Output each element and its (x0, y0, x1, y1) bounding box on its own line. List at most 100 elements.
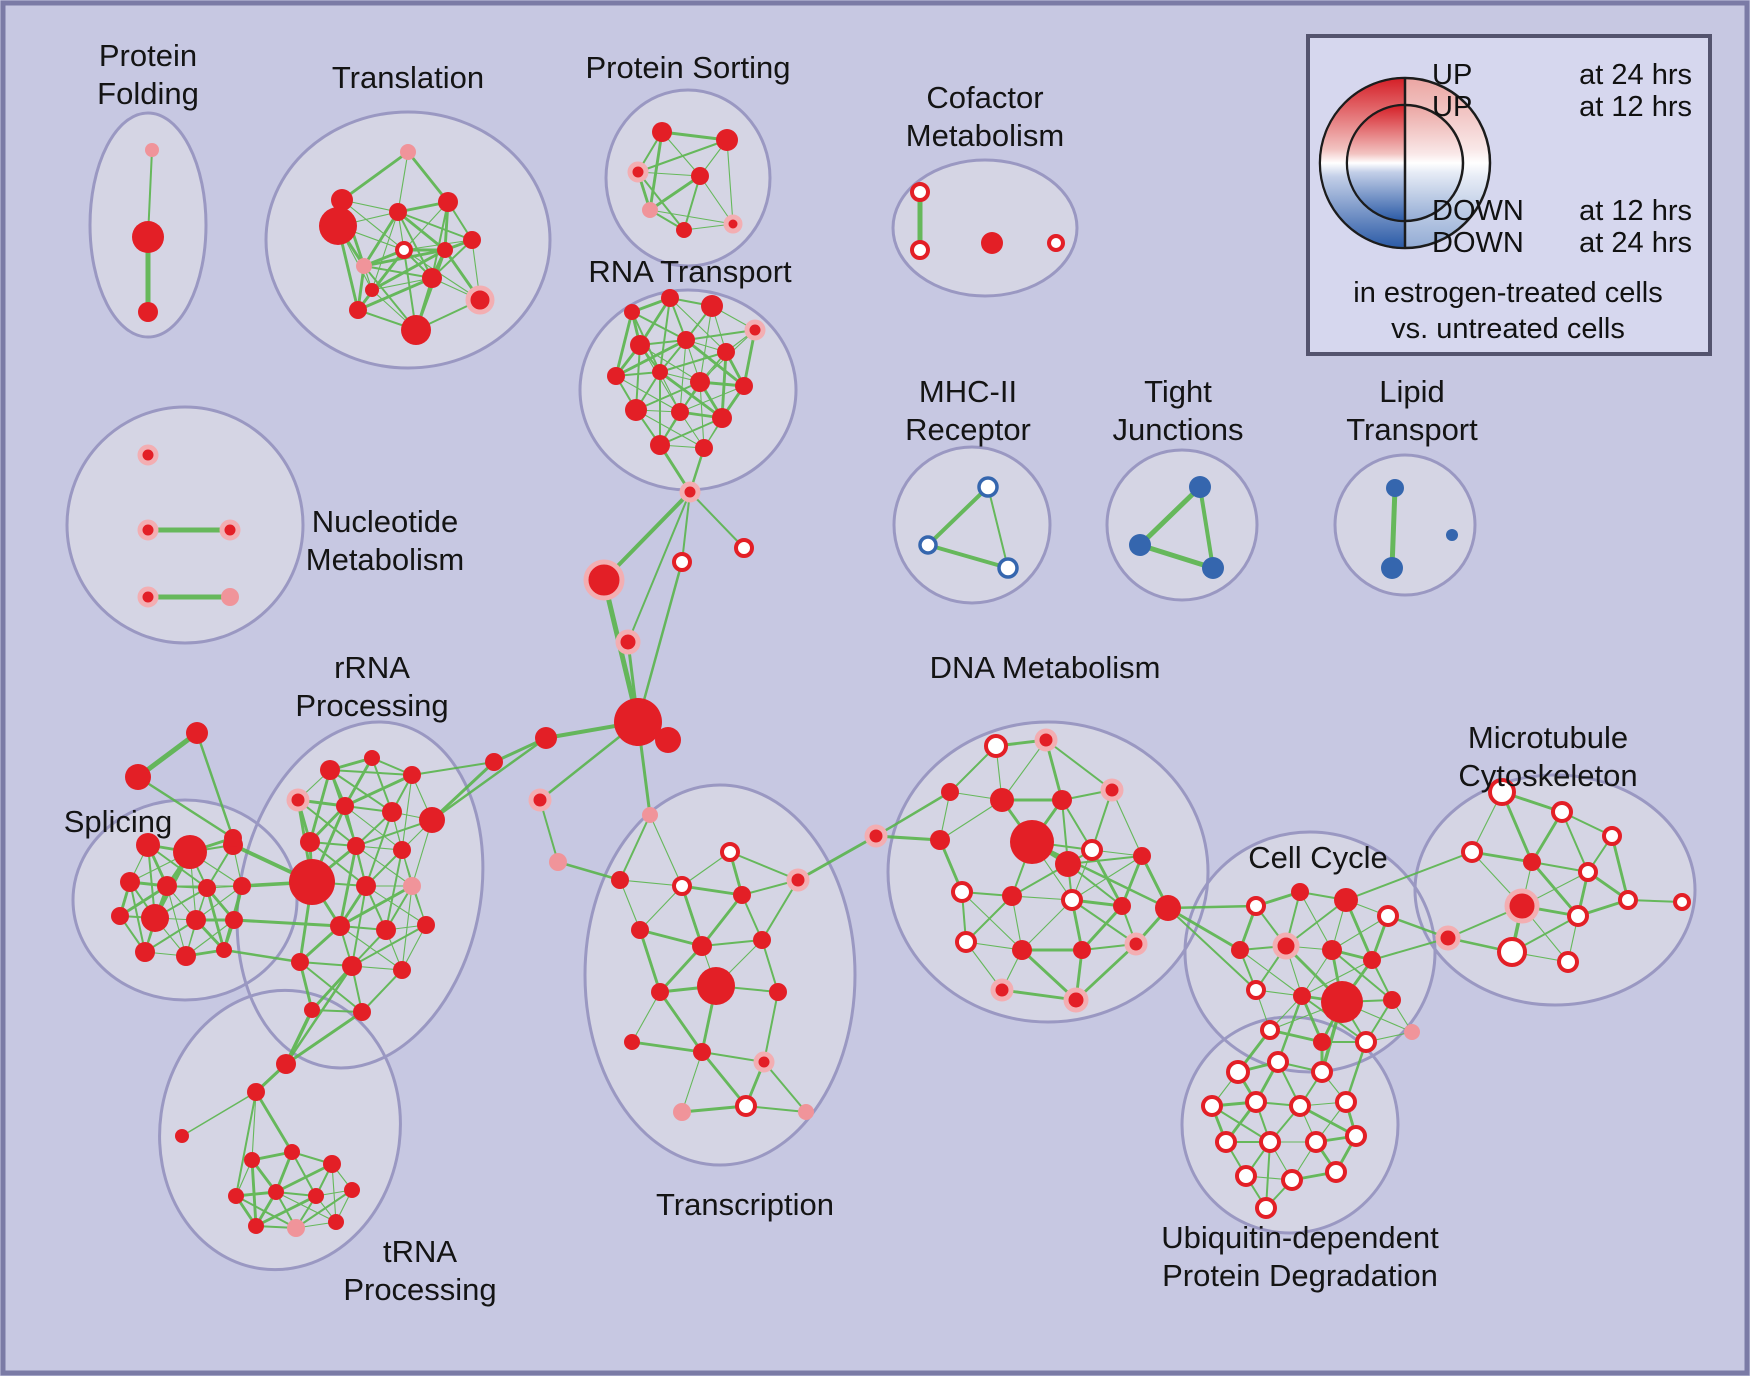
node-rna-transport-14 (650, 435, 670, 455)
node-cell-cycle-5 (1272, 932, 1300, 960)
edge (351, 924, 427, 967)
cluster-outline-rrna-processing (235, 720, 485, 1070)
node-cell-cycle-9 (1293, 987, 1311, 1005)
node-trna-processing-4 (284, 1144, 300, 1160)
node-ubiquitin-degradation-13 (1325, 1161, 1347, 1183)
edge (147, 844, 208, 889)
node-cell-cycle-6 (1322, 940, 1342, 960)
node-cell-cycle-15 (1404, 1024, 1420, 1040)
edge (406, 150, 450, 204)
legend-up-24-dir: UP (1432, 59, 1472, 91)
edge (235, 1195, 297, 1229)
node-rna-transport-10 (735, 377, 753, 395)
node-protein-sorting-5 (676, 222, 692, 238)
label-tight-junctions-line1: Junctions (1113, 412, 1244, 447)
node-mhc-ii-receptor-1 (918, 535, 938, 555)
node-rrna-processing-5 (382, 802, 402, 822)
node-transcription-5 (786, 868, 810, 892)
edge (340, 150, 410, 202)
cluster-outline-splicing (71, 798, 299, 1002)
node-transcription-15 (673, 1103, 691, 1121)
node-splicing-10 (225, 911, 243, 929)
edge (631, 311, 687, 341)
node-rrna-processing-12 (403, 877, 421, 895)
node-links-6 (655, 727, 681, 753)
legend-node-glyph-inner-left (1346, 103, 1406, 223)
node-splicing-9 (186, 910, 206, 930)
node-translation-5 (463, 231, 481, 249)
edge (615, 375, 681, 413)
node-transcription-16 (735, 1095, 757, 1117)
edge (619, 879, 683, 887)
node-rrna-processing-3 (286, 788, 310, 812)
edge (680, 884, 704, 948)
node-splicing-8 (141, 904, 169, 932)
label-protein-folding-line1: Folding (97, 76, 199, 111)
node-transcription-1 (720, 842, 740, 862)
node-splicing-1 (173, 835, 207, 869)
edge (397, 211, 473, 241)
edge (339, 925, 403, 971)
cluster-fill-nucleotide-metabolism (67, 407, 303, 643)
edge (356, 276, 434, 312)
edge (166, 885, 187, 957)
cluster-fill-cell-cycle (1185, 832, 1435, 1072)
node-protein-sorting-4 (642, 202, 658, 218)
node-dna-metabolism-14 (955, 931, 977, 953)
node-translation-3 (389, 203, 407, 221)
cluster-outline-ubiquitin-degradation (1180, 1015, 1400, 1235)
edge (763, 1061, 807, 1113)
node-microtubule-cytoskeleton-0 (1488, 778, 1516, 806)
edge (343, 756, 374, 808)
edge (619, 814, 651, 881)
edge (235, 1091, 257, 1197)
cluster-outline-cell-cycle (1183, 830, 1437, 1074)
node-splicing-0 (136, 833, 160, 857)
node-dna-metabolism-3 (990, 788, 1014, 812)
node-splicing-11 (135, 942, 155, 962)
node-transcription-2 (611, 871, 629, 889)
node-dna-metabolism-9 (1133, 847, 1151, 865)
edge (430, 736, 548, 822)
node-ubiquitin-degradation-2 (1311, 1061, 1333, 1083)
node-rrna-processing-6 (419, 807, 445, 833)
node-transcription-17 (798, 1104, 814, 1120)
node-ubiquitin-degradation-4 (1245, 1091, 1267, 1113)
cluster-outline-dna-metabolism (886, 720, 1210, 1024)
node-dna-metabolism-18 (990, 978, 1014, 1002)
label-rrna-processing-line0: rRNA (334, 650, 410, 685)
edge (614, 338, 688, 378)
edge (251, 1091, 257, 1161)
node-trna-processing-12 (328, 1214, 344, 1230)
node-rrna-processing-15 (417, 916, 435, 934)
edge (631, 991, 661, 1043)
node-ubiquitin-degradation-11 (1235, 1165, 1257, 1187)
node-dna-metabolism-13 (1113, 897, 1131, 915)
node-translation-2 (319, 207, 357, 245)
edge (254, 1090, 294, 1154)
edge (649, 209, 734, 225)
node-microtubule-cytoskeleton-6 (1504, 888, 1540, 924)
label-ubiquitin-degradation-line1: Protein Degradation (1162, 1258, 1438, 1293)
edge (232, 918, 342, 928)
node-microtubule-cytoskeleton-11 (1673, 893, 1691, 911)
node-microtubule-cytoskeleton-5 (1578, 862, 1598, 882)
node-microtubule-cytoskeleton-9 (1557, 951, 1579, 973)
edge (431, 201, 449, 279)
edge (181, 1091, 257, 1137)
node-translation-7 (356, 258, 372, 274)
node-microtubule-cytoskeleton-8 (1497, 937, 1527, 967)
node-ubiquitin-degradation-14 (1255, 1197, 1277, 1219)
edge (680, 884, 744, 897)
edge (403, 201, 449, 251)
node-cell-cycle-4 (1231, 941, 1249, 959)
node-trna-processing-2 (175, 1129, 189, 1143)
edge (411, 761, 495, 776)
node-rna-transport-0 (624, 304, 640, 320)
edge (371, 211, 399, 291)
label-ubiquitin-degradation-line0: Ubiquitin-dependent (1161, 1220, 1439, 1255)
node-cofactor-metabolism-2 (981, 232, 1003, 254)
node-mhc-ii-receptor-0 (977, 476, 999, 498)
node-dna-metabolism-19 (1063, 987, 1089, 1013)
